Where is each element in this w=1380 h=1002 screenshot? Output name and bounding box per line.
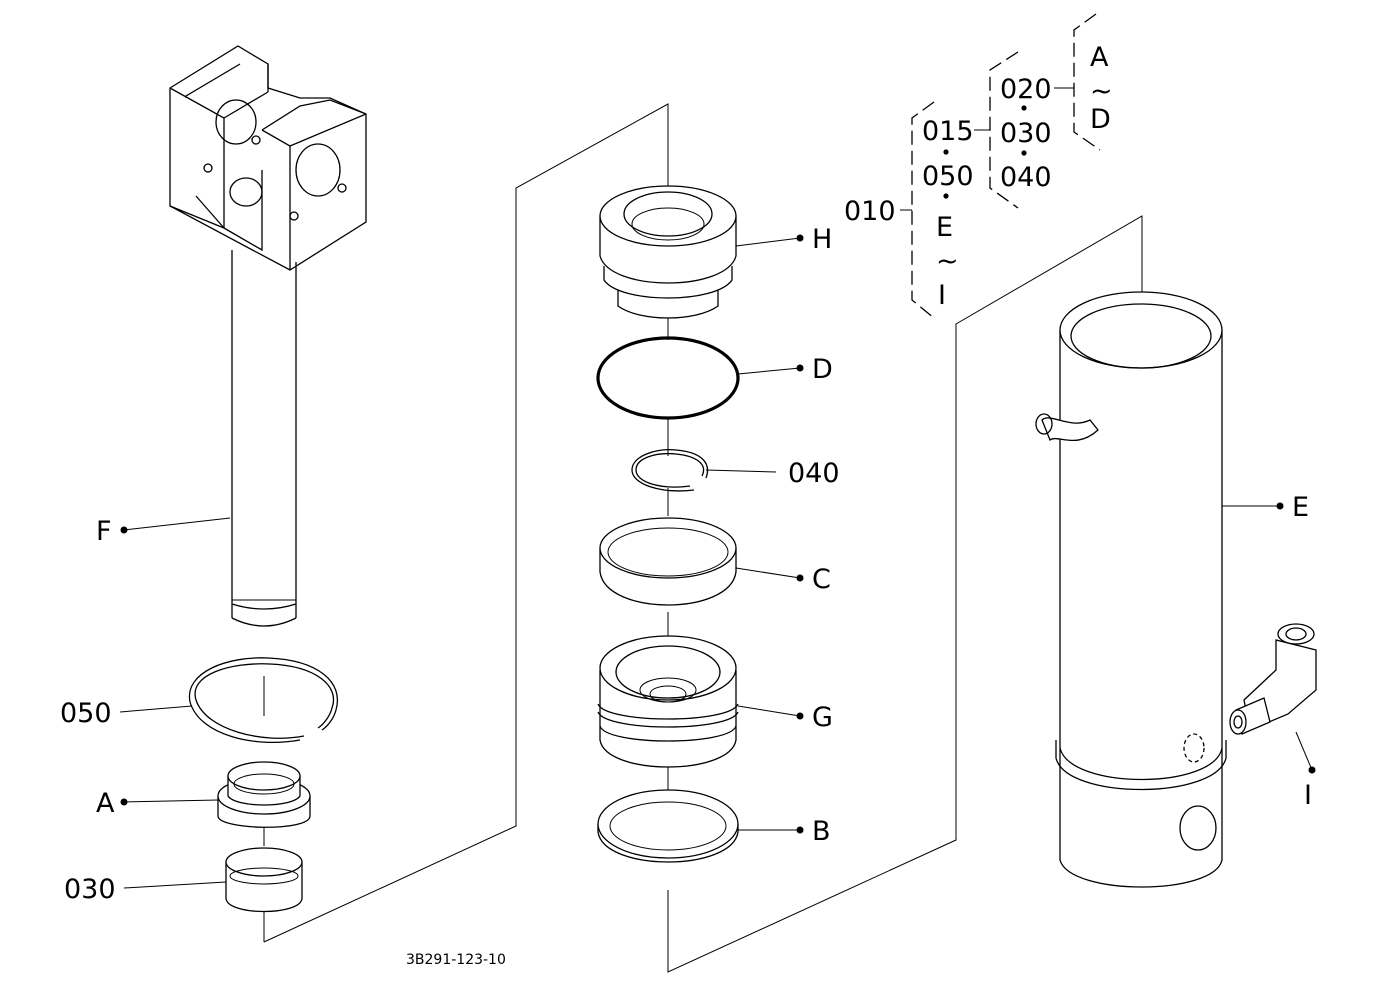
drawing-number: 3B291-123-10	[406, 952, 506, 968]
callout-labels: H D 040 C G B F 050 A 030 E I	[60, 224, 1312, 905]
tree-d: D	[1090, 104, 1111, 135]
ring-c-part	[599, 517, 737, 606]
tree-root-010: 010	[844, 196, 896, 227]
callout-d: D	[812, 354, 833, 385]
assembly-tree: 010 015 050 E ~ I 020 030 040 A ~ D	[844, 13, 1113, 319]
tree-030: 030	[1000, 118, 1052, 149]
bushing-a-part	[217, 761, 311, 828]
tree-tilde-1: ~	[936, 246, 959, 277]
snap-ring-050-part	[188, 657, 338, 743]
callout-a: A	[96, 788, 115, 819]
leader-lines	[119, 234, 1316, 889]
ring-b-part	[597, 789, 739, 863]
ring-040-part	[631, 449, 709, 492]
callout-h: H	[812, 224, 832, 255]
tree-a: A	[1090, 42, 1109, 73]
cylinder-tube-e-part	[1035, 291, 1227, 888]
tree-015: 015	[922, 116, 974, 147]
callout-c: C	[812, 564, 831, 595]
collar-030-part	[225, 847, 303, 913]
piston-rod-part	[169, 45, 367, 627]
tree-i: I	[938, 280, 946, 311]
tree-040: 040	[1000, 162, 1052, 193]
tree-050: 050	[922, 161, 974, 192]
elbow-fitting-i-part	[1229, 623, 1317, 735]
tree-e: E	[936, 212, 953, 243]
callout-i: I	[1304, 780, 1312, 811]
callout-f: F	[96, 516, 112, 547]
piston-g-part	[597, 635, 739, 768]
callout-050: 050	[60, 698, 112, 729]
rod-cover-h-part	[599, 185, 737, 319]
callout-030: 030	[64, 874, 116, 905]
callout-040: 040	[788, 458, 840, 489]
tree-020: 020	[1000, 74, 1052, 105]
callout-b: B	[812, 816, 831, 847]
callout-g: G	[812, 702, 833, 733]
callout-e: E	[1292, 492, 1309, 523]
tree-tilde-2: ~	[1090, 76, 1113, 107]
o-ring-d-part	[596, 336, 740, 420]
